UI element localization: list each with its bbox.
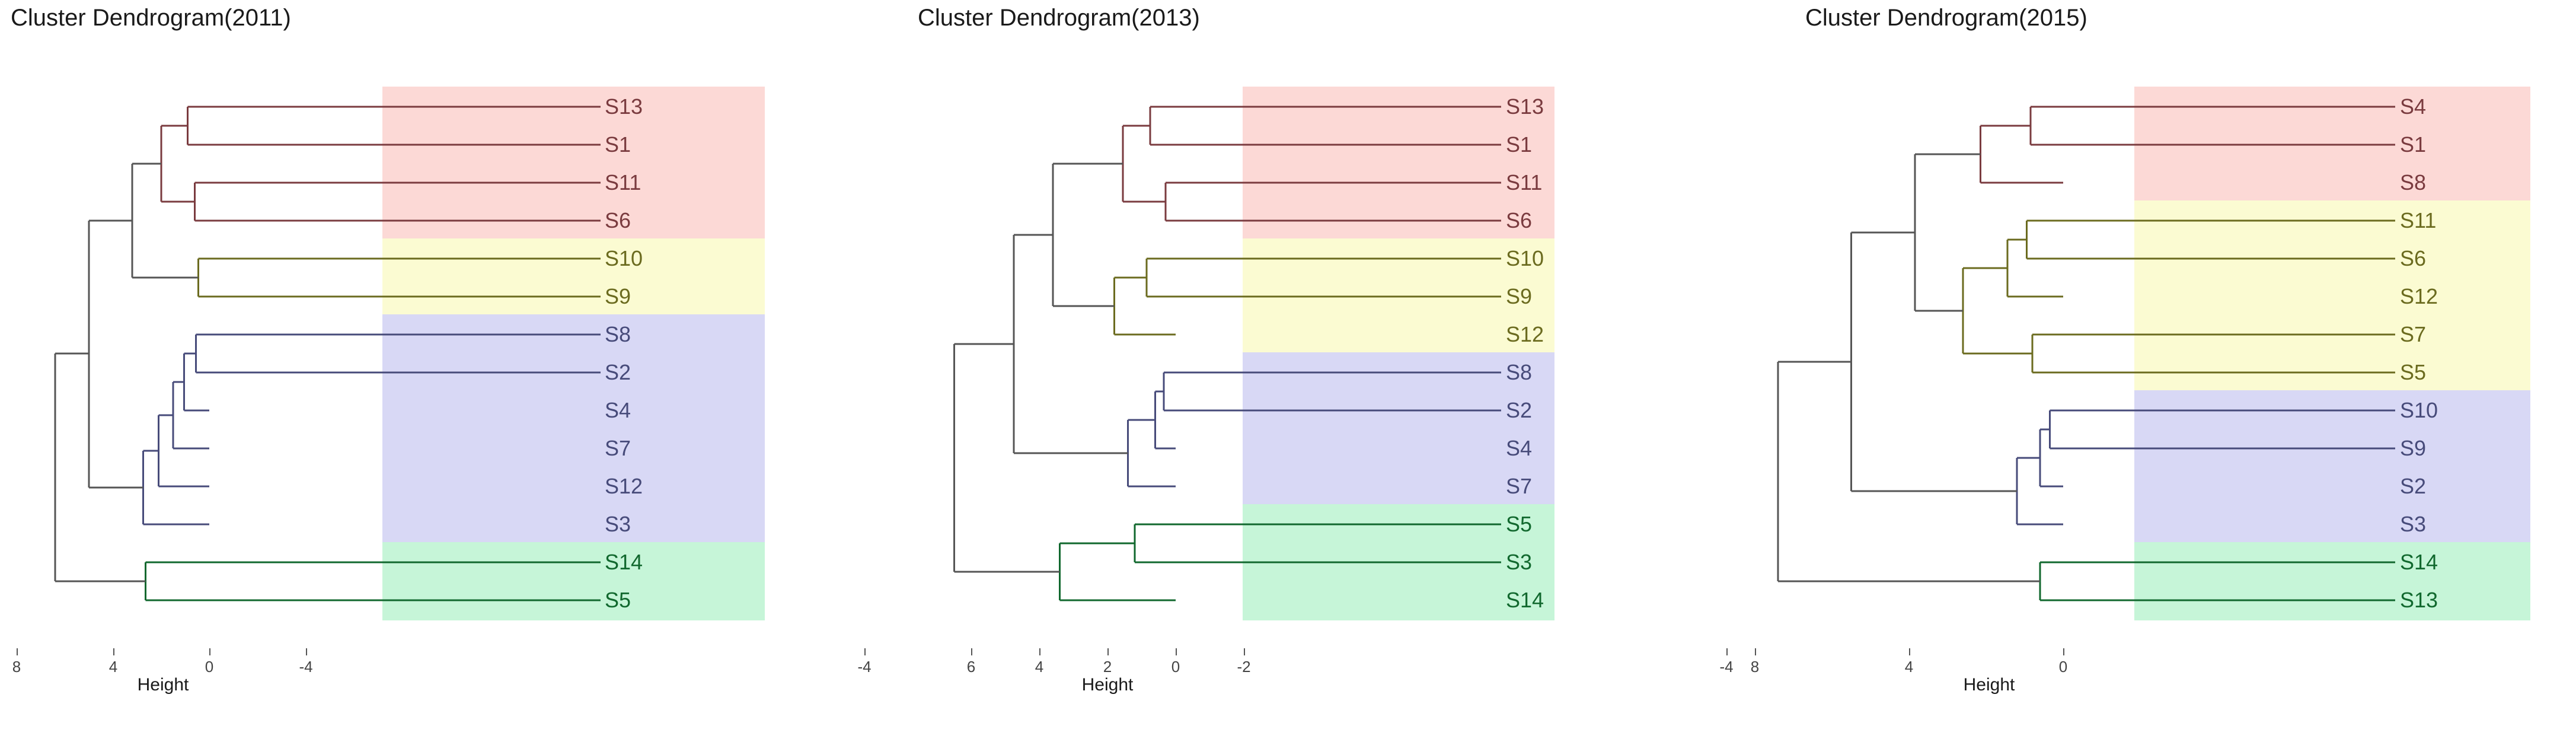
cluster-box-blue [2134, 390, 2530, 544]
leaf-label: S7 [2400, 322, 2427, 346]
axis-tick-label: 4 [108, 658, 118, 676]
axis-tick-mark [113, 648, 114, 655]
axis-tick-mark [1107, 648, 1109, 655]
leaf-label: S3 [605, 512, 631, 536]
leaf-label: S4 [1506, 436, 1533, 460]
axis-tick-label: 0 [205, 658, 214, 676]
leaf-label: S3 [2400, 512, 2427, 536]
cluster-box-yellow [2134, 200, 2530, 393]
leaf-label: S7 [1506, 474, 1533, 498]
leaf-label: S10 [605, 246, 643, 270]
panel-title: Cluster Dendrogram(2011) [11, 5, 291, 31]
leaf-label: S1 [605, 132, 631, 157]
leaf-label: S13 [2400, 588, 2438, 612]
leaf-label: S14 [2400, 550, 2438, 574]
axis-tick-label: 4 [1035, 658, 1044, 676]
axis-tick-mark [17, 648, 18, 655]
leaf-label: S4 [2400, 94, 2427, 119]
axis-tick-label: -4 [857, 658, 872, 676]
leaf-label: S2 [1506, 398, 1533, 422]
leaf-label: S2 [2400, 474, 2427, 498]
axis-tick-mark [306, 648, 307, 655]
axis-tick-mark [971, 648, 972, 655]
leaf-label: S6 [605, 208, 631, 233]
panel-title: Cluster Dendrogram(2015) [1805, 5, 2087, 31]
axis-tick-label: -4 [299, 658, 313, 676]
leaf-label: S11 [1506, 170, 1543, 195]
leaf-label: S5 [1506, 512, 1533, 536]
leaf-label: S8 [2400, 170, 2427, 195]
axis-tick-label: -2 [1237, 658, 1251, 676]
x-axis-label: Height [137, 675, 189, 695]
axis-tick-label: 8 [1750, 658, 1760, 676]
axis-tick-mark [1755, 648, 1756, 655]
axis-tick-mark [209, 648, 210, 655]
leaf-label: S9 [605, 284, 631, 308]
dendrogram-tree [953, 106, 1501, 601]
leaf-label: S12 [1506, 322, 1544, 346]
axis-tick-label: 0 [2058, 658, 2068, 676]
leaf-label: S10 [1506, 246, 1544, 270]
cluster-box-green [382, 542, 765, 620]
axis-tick-label: 0 [1171, 658, 1180, 676]
cluster-box-green [2134, 542, 2530, 620]
leaf-label: S8 [605, 322, 631, 346]
x-axis-label: Height [1081, 675, 1134, 695]
leaf-label: S11 [2400, 208, 2437, 233]
leaf-label: S9 [1506, 284, 1533, 308]
leaf-label: S5 [2400, 360, 2427, 384]
leaf-label: S13 [605, 94, 643, 119]
cluster-box-red [1243, 87, 1554, 241]
panel-title: Cluster Dendrogram(2013) [918, 5, 1200, 31]
leaf-label: S9 [2400, 436, 2427, 460]
axis-tick-label: -4 [1719, 658, 1734, 676]
dendrogram-tree [54, 106, 601, 601]
leaf-label: S13 [1506, 94, 1544, 119]
leaf-label: S10 [2400, 398, 2438, 422]
axis-tick-mark [1909, 648, 1910, 655]
leaf-label: S6 [2400, 246, 2427, 270]
axis-tick-label: 6 [966, 658, 976, 676]
cluster-box-blue [382, 314, 765, 544]
leaf-label: S1 [1506, 132, 1533, 157]
axis-tick-label: 2 [1103, 658, 1112, 676]
dendrogram-tree [1777, 106, 2395, 601]
axis-tick-mark [864, 648, 866, 655]
cluster-box-red [382, 87, 765, 241]
leaf-label: S8 [1506, 360, 1533, 384]
leaf-label: S2 [605, 360, 631, 384]
axis-tick-mark [1726, 648, 1728, 655]
leaf-label: S4 [605, 398, 631, 422]
leaf-label: S14 [1506, 588, 1544, 612]
axis-tick-mark [1176, 648, 1177, 655]
axis-tick-mark [2063, 648, 2064, 655]
axis-tick-mark [1244, 648, 1245, 655]
leaf-label: S11 [605, 170, 641, 195]
leaf-label: S7 [605, 436, 631, 460]
axis-tick-label: 8 [12, 658, 21, 676]
leaf-label: S6 [1506, 208, 1533, 233]
axis-tick-label: 4 [1904, 658, 1914, 676]
leaf-label: S3 [1506, 550, 1533, 574]
x-axis-label: Height [1963, 675, 2015, 695]
cluster-box-yellow [382, 238, 765, 317]
leaf-label: S14 [605, 550, 643, 574]
leaf-label: S1 [2400, 132, 2427, 157]
cluster-box-blue [1243, 352, 1554, 507]
axis-tick-mark [1039, 648, 1040, 655]
leaf-label: S12 [605, 474, 643, 498]
leaf-label: S12 [2400, 284, 2438, 308]
leaf-label: S5 [605, 588, 631, 612]
